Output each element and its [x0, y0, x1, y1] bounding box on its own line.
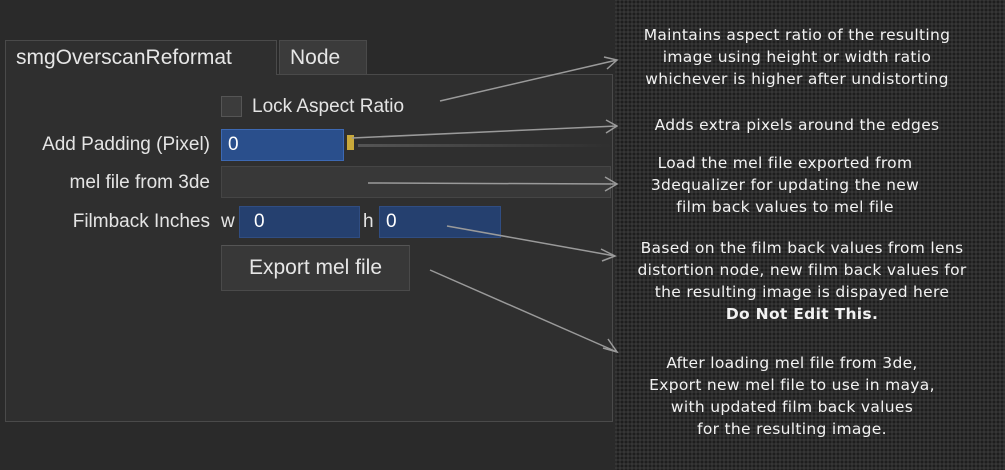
- padding-annotation: Adds extra pixels around the edges: [654, 116, 940, 134]
- lock-aspect-ratio-checkbox[interactable]: [221, 96, 242, 117]
- arrow-lock-aspect: [439, 59, 618, 102]
- add-padding-label: Add Padding (Pixel): [42, 134, 210, 155]
- padding-slider-track[interactable]: [358, 144, 612, 147]
- filmback-annotation: Based on the film back values from lens …: [637, 239, 967, 323]
- mel-file-label: mel file from 3de: [69, 172, 210, 193]
- export-mel-file-button[interactable]: Export mel file: [221, 245, 410, 291]
- arrow-filmback: [446, 225, 616, 257]
- do-not-edit-warning: Do Not Edit This.: [725, 305, 879, 323]
- tab-smgoverscanreformat[interactable]: smgOverscanReformat: [5, 40, 277, 75]
- filmback-w-label: w: [221, 211, 235, 232]
- mel-file-annotation: Load the mel file exported from 3dequali…: [650, 154, 920, 216]
- lock-aspect-annotation: Maintains aspect ratio of the resulting …: [643, 26, 951, 88]
- lock-aspect-ratio-label: Lock Aspect Ratio: [252, 96, 405, 117]
- filmback-w-input[interactable]: 0: [239, 206, 360, 238]
- arrow-export: [429, 269, 618, 353]
- add-padding-input[interactable]: 0: [221, 129, 344, 161]
- filmback-inches-label: Filmback Inches: [72, 211, 210, 232]
- filmback-h-label: h: [363, 211, 374, 232]
- mel-file-input[interactable]: [221, 166, 611, 198]
- arrow-padding: [351, 125, 618, 139]
- arrow-mel-file: [367, 182, 618, 185]
- tab-node[interactable]: Node: [279, 40, 367, 74]
- padding-slider-handle[interactable]: [347, 135, 354, 150]
- export-annotation: After loading mel file from 3de, Export …: [649, 354, 935, 438]
